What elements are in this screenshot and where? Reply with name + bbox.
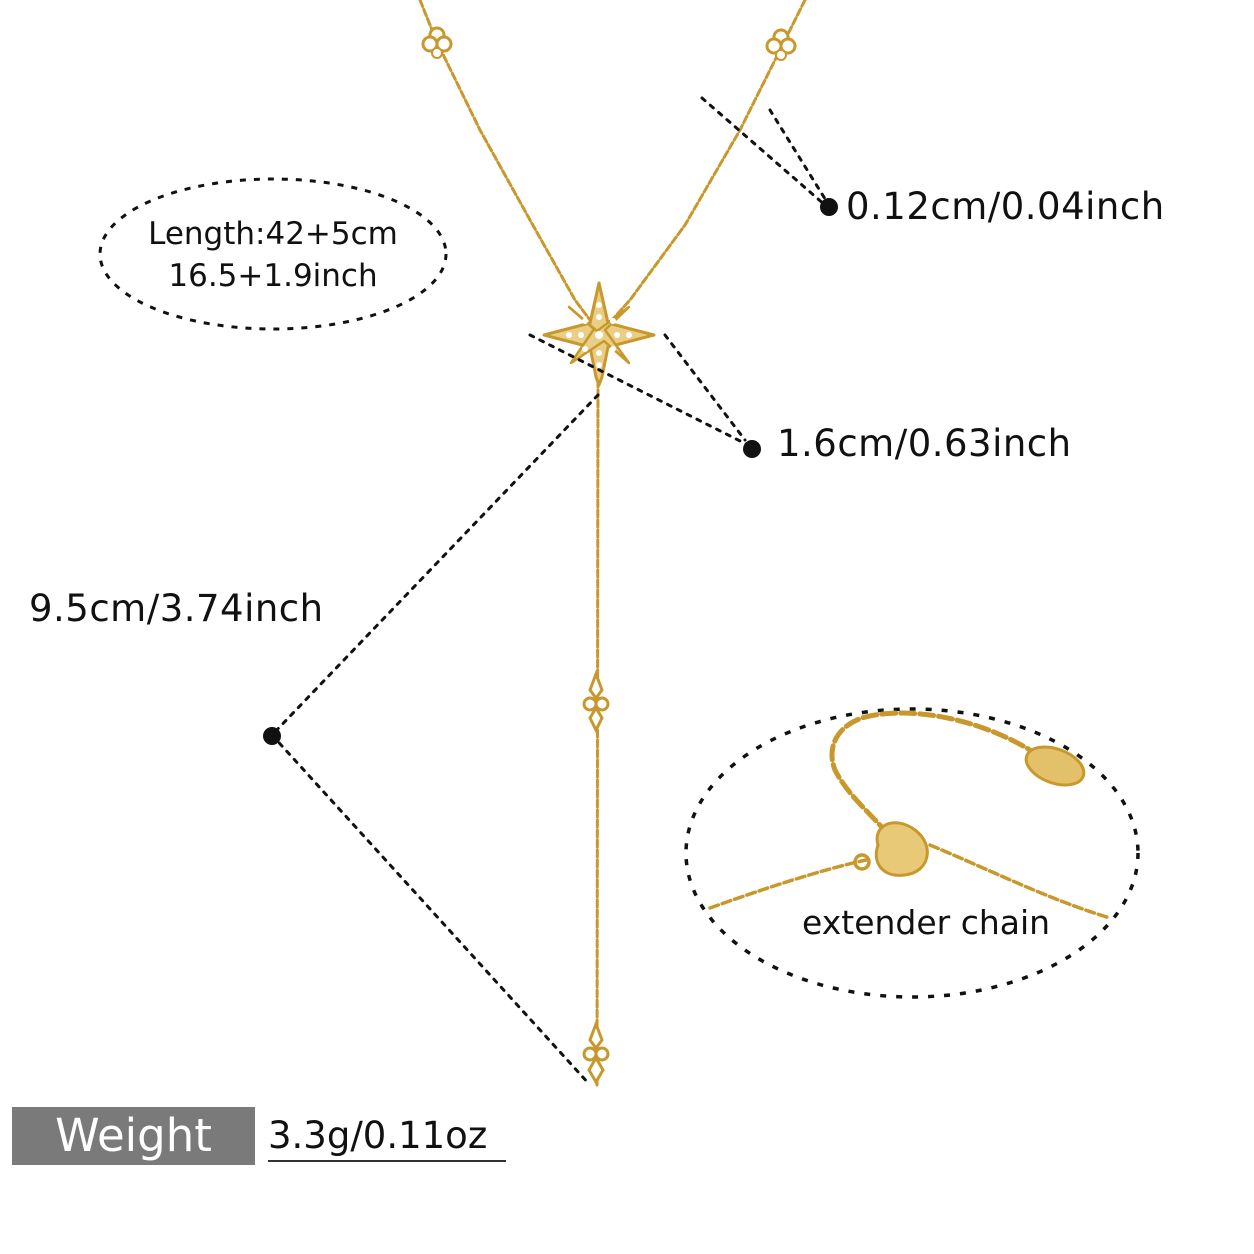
extender-left-strand xyxy=(708,858,868,910)
extender-right-strand xyxy=(928,843,1112,920)
crystal-charm-end xyxy=(582,1019,610,1085)
drop-length-dot xyxy=(263,727,281,745)
pendant-size-label: 1.6cm/0.63inch xyxy=(777,422,1072,465)
length-inch-label: 16.5+1.9inch xyxy=(168,258,378,294)
pendant-callout-a xyxy=(528,333,754,449)
star-pendant xyxy=(542,281,656,387)
necklace-chain xyxy=(418,0,807,1087)
crystal-charm-middle xyxy=(582,669,610,734)
clasp-ring xyxy=(853,853,871,871)
pendant-size-dot xyxy=(743,440,761,458)
drop-callout-bottom xyxy=(270,733,592,1087)
extender-ellipse xyxy=(684,707,1140,999)
weight-value: 3.3g/0.11oz xyxy=(268,1117,506,1162)
length-cm-label: Length:42+5cm xyxy=(148,216,398,252)
callout-lines xyxy=(270,96,829,1087)
pendant-callout-b xyxy=(663,333,747,442)
chain-width-label: 0.12cm/0.04inch xyxy=(846,185,1165,228)
extender-chain-label: extender chain xyxy=(802,903,1051,942)
weight-title: Weight xyxy=(55,1109,212,1162)
drop-length-label: 9.5cm/3.74inch xyxy=(29,587,324,630)
extender-links xyxy=(829,710,1033,853)
crystal-cluster-right xyxy=(765,28,797,61)
chain-width-dot xyxy=(820,198,838,216)
weight-badge: Weight xyxy=(12,1107,255,1165)
chain-width-callout-a xyxy=(700,96,827,207)
crystal-cluster-left xyxy=(421,26,453,59)
lobster-clasp xyxy=(874,821,929,877)
extender-tag xyxy=(1024,745,1086,787)
length-ellipse xyxy=(98,177,448,331)
drop-callout-top xyxy=(270,393,600,737)
extender-chain-illustration xyxy=(708,710,1112,920)
chain-width-callout-b xyxy=(768,108,829,204)
